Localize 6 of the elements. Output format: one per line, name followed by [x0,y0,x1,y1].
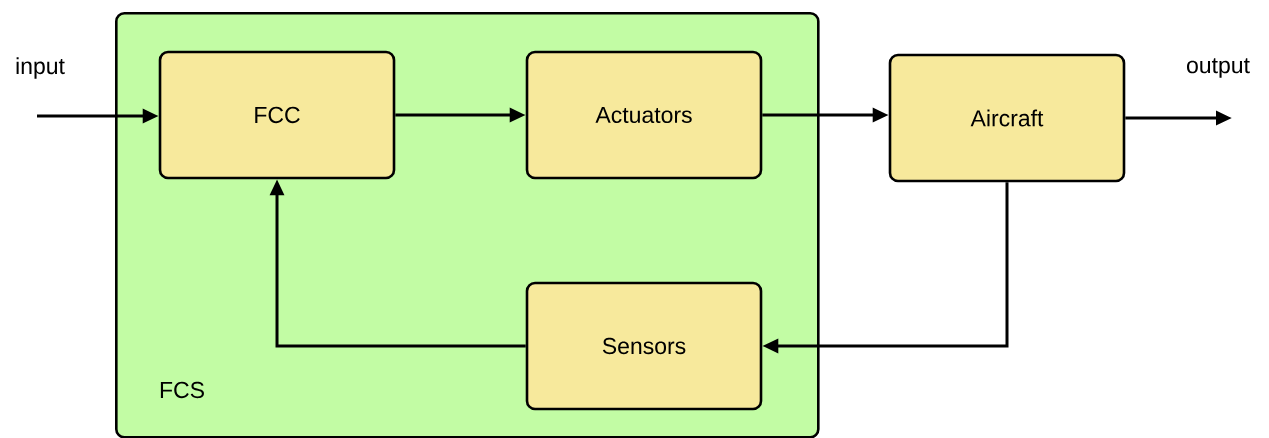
process-box: Actuators [525,50,763,180]
io-label: input [16,57,65,79]
process-box: Sensors [525,281,763,411]
process-box: Aircraft [888,53,1126,183]
process-box: FCC [158,50,396,180]
io-label: output [1187,58,1250,78]
